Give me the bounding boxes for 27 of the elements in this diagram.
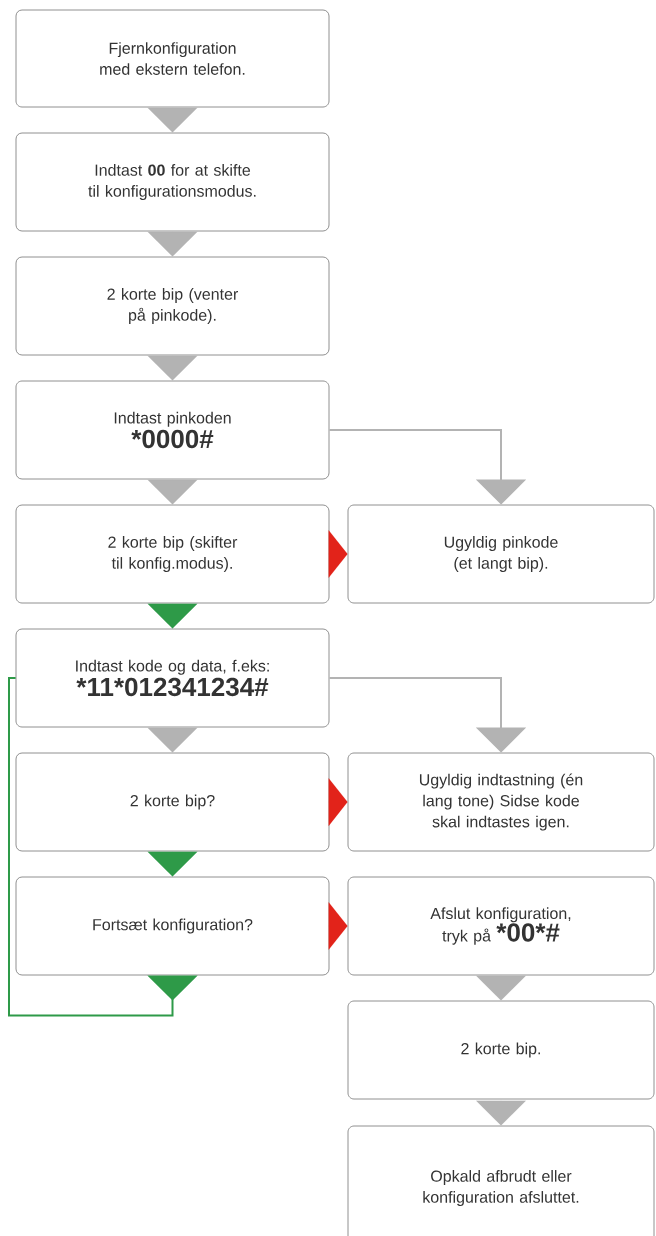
arrow (328, 677, 527, 753)
process-box: 2 korte bip? (15, 752, 330, 852)
arrow (147, 355, 198, 381)
arrow (147, 479, 198, 505)
process-box: Opkald afbrudt eller konfiguration afsluttet. (347, 1125, 655, 1236)
arrow (328, 778, 348, 826)
arrow (147, 107, 198, 133)
process-box: 2 korte bip. (347, 1000, 655, 1100)
process-box: Afslut konfiguration, tryk på *00*# (347, 876, 655, 976)
arrow (476, 1099, 526, 1126)
arrow (147, 231, 198, 257)
arrow (328, 429, 527, 505)
arrow (328, 530, 348, 578)
arrow (147, 851, 198, 877)
process-box: 2 korte bip (venter på pinkode). (15, 256, 330, 356)
process-box: Indtast kode og data, f.eks: *11*012341234# (15, 628, 330, 728)
arrow (476, 975, 526, 1001)
process-box: Ugyldig pinkode (et langt bip). (347, 504, 655, 604)
process-box: Fortsæt konfiguration? (15, 876, 330, 976)
process-box: 2 korte bip (skifter til konfig.modus). (15, 504, 330, 604)
process-box: Indtast 00 for at skifte til konfigurationsmodus. (15, 132, 330, 232)
arrow (328, 902, 348, 950)
process-box: Indtast pinkoden *0000# (15, 380, 330, 480)
process-box: Ugyldig indtastning (én lang tone) Sidse kode skal indtastes igen. (347, 752, 655, 852)
arrow (147, 603, 198, 629)
process-box: Fjernkonfiguration med ekstern telefon. (15, 9, 330, 108)
arrow (147, 727, 198, 753)
